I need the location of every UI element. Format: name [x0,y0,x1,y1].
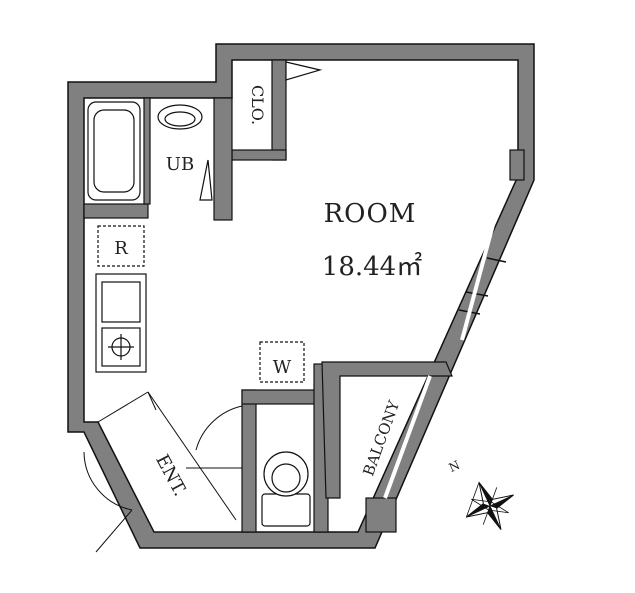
refrigerator-space [97,225,145,267]
unit-bath [87,101,213,201]
compass-fill-n [479,482,493,506]
kitchen [95,225,147,373]
toilet-wall-left [241,389,257,533]
doors [83,380,341,553]
toilet-wall-top [241,389,327,405]
closet-wall-bottom [231,149,287,161]
entrance-door-swing [83,451,133,511]
bath-wall-divider [143,97,151,205]
balcony-wall [321,361,453,499]
bath-wall-right [213,97,233,221]
hall-diagonal [147,391,237,521]
window-glass-right [460,179,507,341]
closet-door-flag [285,61,323,81]
closet [285,61,323,148]
bathtub-inner [93,109,135,193]
washer-space [259,341,305,383]
window-mark-2 [465,291,489,297]
compass-rose [465,481,514,530]
interior-walls [83,59,453,533]
kitchen-sink [101,281,141,323]
entrance-step-line [97,391,149,423]
refrigerator-label: R [114,238,128,259]
bath-door-flag [199,159,213,201]
unit-bath-label: UB [166,154,194,175]
north-label: N [447,458,462,475]
room-area: 18.44㎡ [322,252,422,282]
compass-fill-s [487,506,501,530]
toilet-tank [261,493,311,527]
bath-wall-bottom [83,203,149,219]
toilet-door-swing [195,405,243,451]
window-mark-1 [486,257,507,263]
closet-wall-right [271,59,287,161]
toilet-seat [271,463,301,493]
entrance-step-line-2 [147,391,157,411]
outer-wall-band [67,43,535,549]
balcony-corner [365,497,397,533]
entrance-door-leaf [95,509,133,553]
window-glass-balcony [383,375,432,499]
compass-star-dark [465,481,514,530]
compass-diag [482,487,498,525]
compass-diag-2 [471,498,509,514]
washer-label: W [273,357,292,378]
outer-walls [67,43,535,549]
wall-notch [509,149,525,181]
room-label: ROOM [324,199,417,229]
toilet [261,451,311,527]
closet-label: CLO. [248,85,267,125]
entrance-label: ENT. [151,451,190,500]
sink-basin [164,111,196,127]
